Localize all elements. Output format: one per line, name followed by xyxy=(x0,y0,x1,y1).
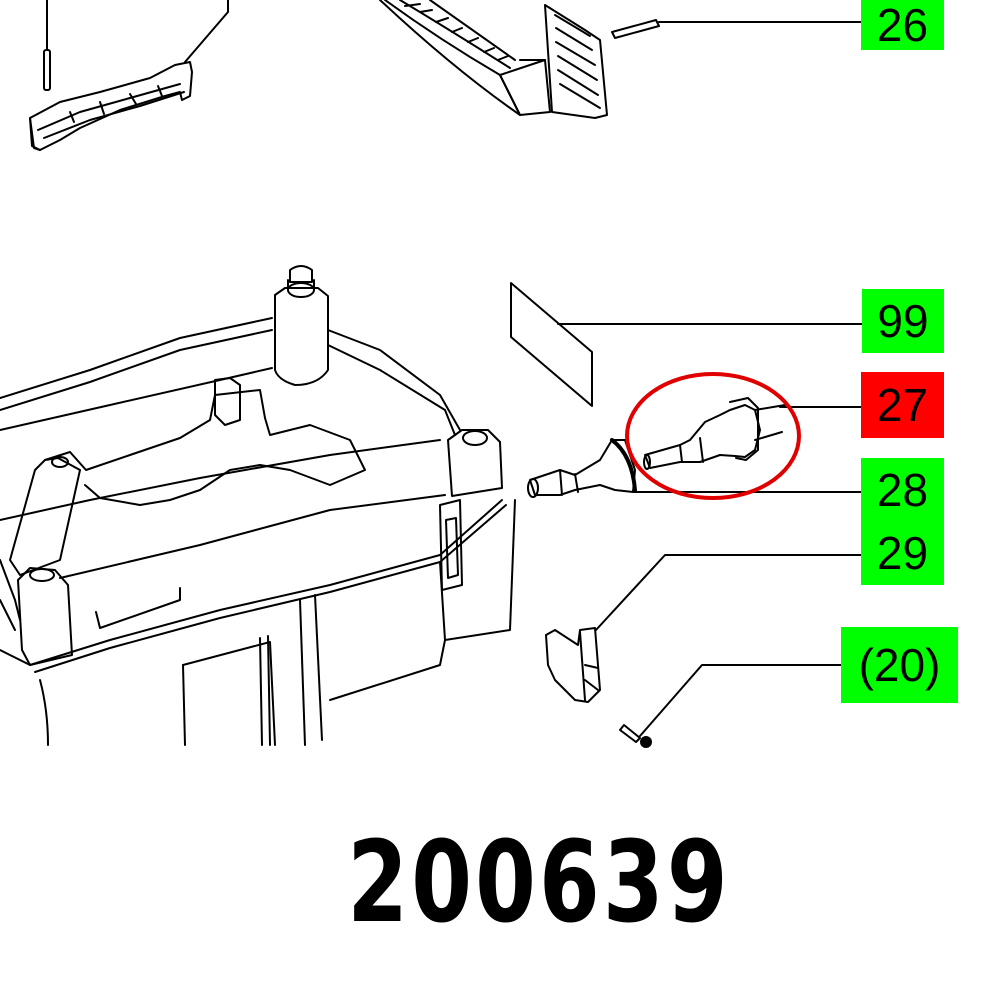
part-number: 200639 xyxy=(347,818,731,948)
arc-handle-icon xyxy=(379,0,608,119)
housing-base-icon xyxy=(0,265,516,746)
leader-line xyxy=(184,0,229,63)
power-plug-27-icon xyxy=(625,372,862,500)
screw-20-icon xyxy=(619,664,842,748)
callout-26[interactable]: 26 xyxy=(861,0,944,50)
callout-28[interactable]: 28 xyxy=(876,463,929,516)
screw-26-icon xyxy=(611,19,862,39)
callout-group-28-29: 28 29 xyxy=(861,458,944,585)
label-plate-99-icon xyxy=(510,282,863,407)
callout-20[interactable]: (20) xyxy=(841,627,958,703)
callout-29[interactable]: 29 xyxy=(876,526,929,579)
callout-99[interactable]: 99 xyxy=(862,289,944,353)
callout-27-highlighted[interactable]: 27 xyxy=(861,372,944,438)
highlight-circle xyxy=(625,372,801,500)
clip-29-icon xyxy=(545,554,862,703)
pin-icon xyxy=(43,0,51,91)
cable-grommet-28-icon xyxy=(527,438,862,498)
handle-grip-icon xyxy=(29,61,193,151)
